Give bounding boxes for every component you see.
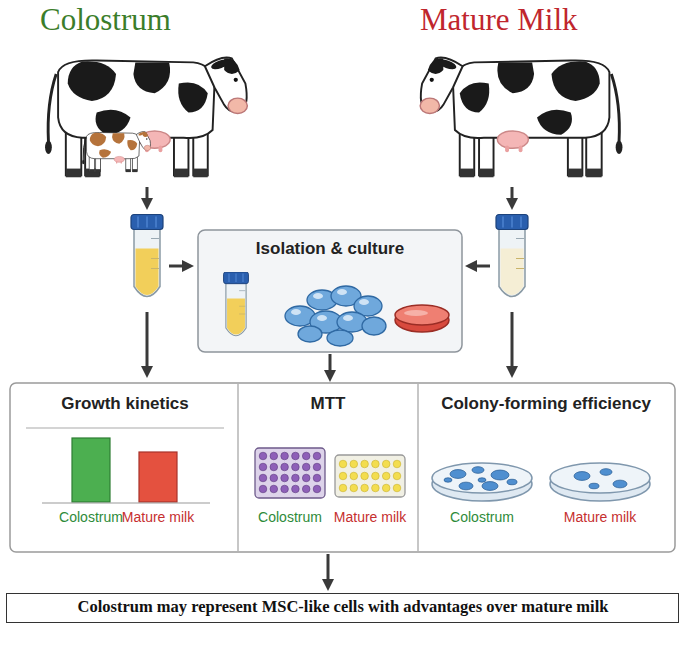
flow-arrows [147,187,512,366]
dish-colostrum [432,463,532,501]
sample-tube [224,272,249,336]
sample-label: Colostrum [59,509,123,525]
bar-mature-milk [139,452,177,502]
colonies [444,467,517,491]
heading-label: Colostrum [40,2,171,38]
title-rule [26,427,224,428]
flow-arrow [329,354,332,370]
plate-wells [339,460,401,492]
node-title: Colostrum may represent MSC-like cells w… [78,598,609,617]
process-box: Isolation & culture [198,230,462,352]
sample-label: Mature milk [564,509,636,525]
milk-tube [496,215,528,297]
bar-colostrum [72,438,110,502]
colonies [574,469,627,489]
plate-wells [259,452,321,493]
results-panel [10,383,675,552]
sample-label: Mature milk [122,509,194,525]
dish-mature-milk [550,463,650,501]
plate-mature-milk [335,455,405,497]
node-title: Colony-forming efficiency [441,394,651,414]
cell-highlights [291,289,369,321]
cell-cluster [285,286,386,346]
result-section: Growth kineticsColostrumMature milk [12,384,238,552]
colostrum-tube [131,215,163,297]
calf [82,131,151,172]
bar-baseline [42,502,210,503]
result-section: Colony-forming efficiencyColostrum Mature… [418,384,675,552]
heading-label: Mature Milk [420,2,578,38]
cow-mature-milk [420,57,622,177]
node-title: Growth kinetics [61,394,189,414]
plate-colostrum [255,448,325,498]
sample-label: Mature milk [334,509,406,525]
isolation-box-fill [198,230,462,352]
sample-label: Colostrum [450,509,514,525]
sample-label: Colostrum [258,509,322,525]
panel-divider [417,384,419,551]
culture-dish [395,305,449,332]
flow-arrow [327,554,330,579]
node-title: MTT [311,394,346,414]
result-section: MTT Colostrum Mature milk [238,384,418,552]
cow-colostrum [45,57,247,177]
panel-divider [237,384,239,551]
node-title: Isolation & culture [256,239,404,259]
conclusion-box: Colostrum may represent MSC-like cells w… [6,593,679,623]
